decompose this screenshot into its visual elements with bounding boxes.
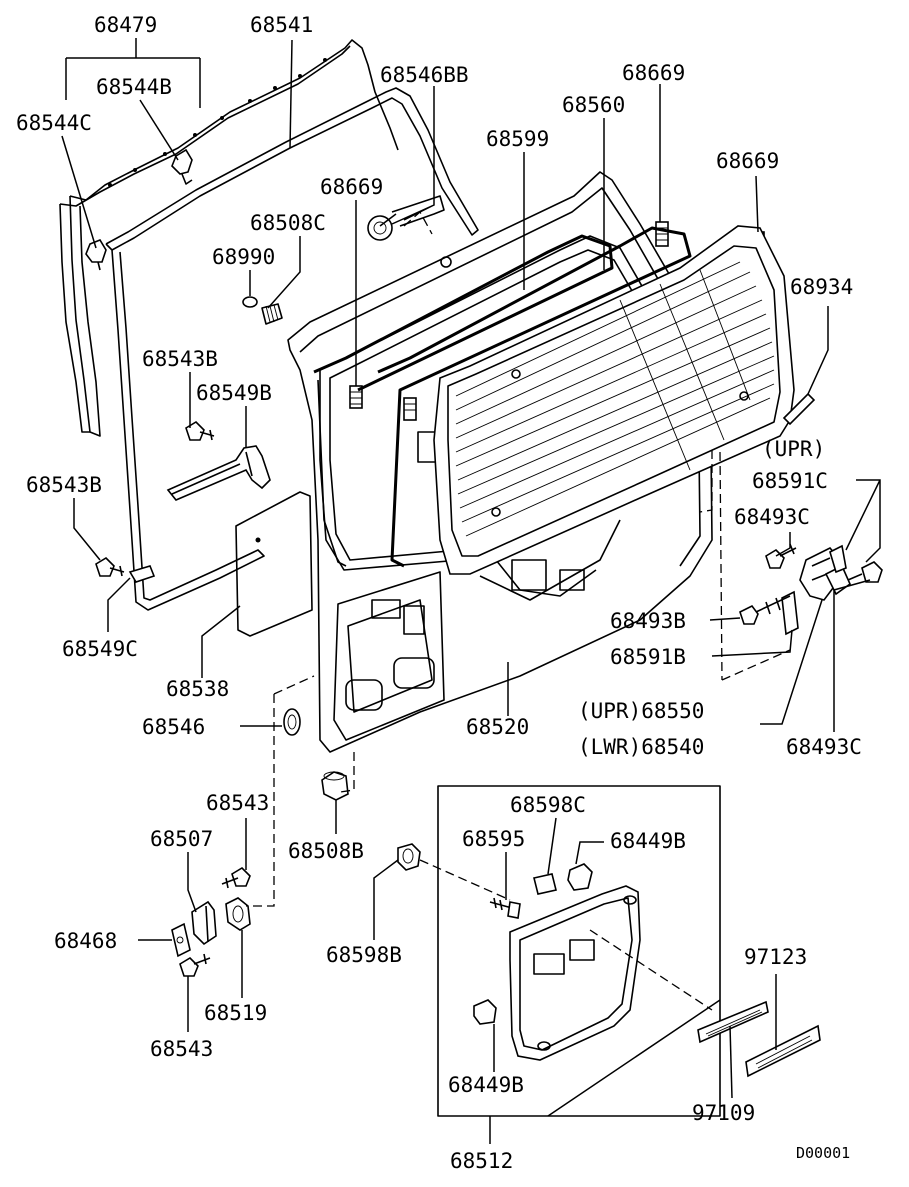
label-68493C-right: 68493C [786,735,862,759]
hinge-68549B [166,445,271,501]
label-68669-left: 68669 [320,175,383,199]
label-68598B: 68598B [326,943,402,967]
grommet-68546 [283,708,301,736]
bracket-68549C [128,565,156,583]
label-68541: 68541 [250,13,313,37]
trim-board-68512 [509,885,641,1061]
molding-68934 [782,392,816,426]
label-68591B: 68591B [610,645,686,669]
label-68449B-lower: 68449B [448,1073,524,1097]
back-glass [433,225,795,575]
label-97123: 97123 [744,945,807,969]
label-68543-upper: 68543 [206,791,269,815]
grommet-68598B [397,843,421,871]
oring-68990 [242,296,258,308]
label-upr-1: (UPR) [762,437,825,461]
spring-68508C [261,303,283,325]
striker-68507 [191,900,217,946]
bolt-68493C-right [847,561,883,583]
clip-68449B-lower [473,999,497,1025]
label-lwr-68540: (LWR)68540 [578,735,704,759]
label-68493C-upper: 68493C [734,505,810,529]
bolt-68493B [739,595,791,625]
trim-68538 [235,491,313,637]
label-68544B: 68544B [96,75,172,99]
label-68560: 68560 [562,93,625,117]
label-68468: 68468 [54,929,117,953]
bracket-68591C [829,544,847,574]
label-68512: 68512 [450,1149,513,1173]
label-68669-top: 68669 [622,61,685,85]
label-97109: 97109 [692,1101,755,1125]
bumper-68508B [321,771,349,801]
hinge-68550-68540 [799,547,851,601]
label-68546: 68546 [142,715,205,739]
label-68544C: 68544C [16,111,92,135]
label-68508B: 68508B [288,839,364,863]
label-68493B: 68493B [610,609,686,633]
label-upr-68550: (UPR)68550 [578,699,704,723]
bolt-68543-lower [179,953,211,977]
diagram-code: D00001 [796,1144,850,1162]
weatherstrip-outer [59,39,399,437]
bracket-68468 [171,922,191,958]
label-68543B-lower: 68543B [26,473,102,497]
damper-68669-top [655,221,669,247]
seal-68599 [313,234,614,567]
label-68546BB: 68546BB [380,63,469,87]
leader-lines [61,38,881,1144]
label-68519: 68519 [204,1001,267,1025]
label-68599: 68599 [486,127,549,151]
label-68595: 68595 [462,827,525,851]
label-68508C: 68508C [250,211,326,235]
label-68543-lower: 68543 [150,1037,213,1061]
bracket-68591B [781,590,799,636]
emblem-97109 [697,1000,769,1044]
bolt-68493C-upper [765,543,797,569]
label-68549C: 68549C [62,637,138,661]
screw-68595 [489,897,521,919]
label-68591C: 68591C [752,469,828,493]
label-68549B: 68549B [196,381,272,405]
label-68538: 68538 [166,677,229,701]
label-68507: 68507 [150,827,213,851]
weatherstrip-68541 [105,87,479,611]
part-labels: 68479 68541 68546BB 68544B 68544C 68669 … [16,13,862,1173]
molding-68560 [377,226,692,568]
emblem-97123 [745,1024,821,1078]
clip-68449B-upper [567,863,593,891]
nut-68598C [533,873,557,895]
bumper-68519 [225,897,251,931]
label-68598C: 68598C [510,793,586,817]
label-68520: 68520 [466,715,529,739]
label-68669-right: 68669 [716,149,779,173]
label-68543B-upper: 68543B [142,347,218,371]
trim-board-box [437,785,721,1117]
label-68934: 68934 [790,275,853,299]
damper-68669-mid [403,397,417,421]
label-68449B-upper: 68449B [610,829,686,853]
bolt-68543-upper [221,866,251,889]
label-68990: 68990 [212,245,275,269]
label-68479: 68479 [94,13,157,37]
clip-68544C [85,239,107,271]
dashed-lines [246,210,791,1011]
clip-68544B [171,148,193,185]
bolt-68543B-lower [95,556,125,577]
